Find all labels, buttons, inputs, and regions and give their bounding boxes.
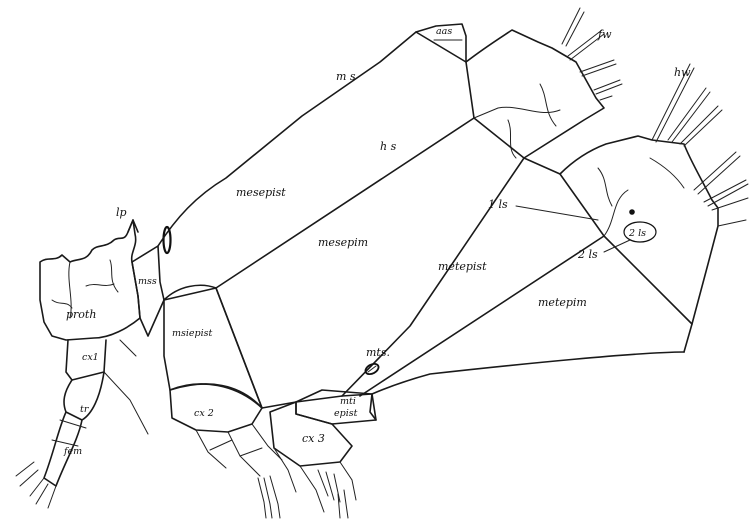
spiracle-anterior-icon	[164, 227, 171, 253]
label-mts: mts.	[366, 346, 390, 359]
label-mesepim: mesepim	[318, 236, 368, 249]
label-ms: m s	[336, 70, 356, 83]
mesothorax-plates	[158, 32, 524, 408]
leader-1ls	[516, 206, 598, 220]
label-mss: mss	[138, 276, 157, 287]
label-2ls: 2 ls	[577, 248, 598, 261]
lateral-process	[128, 220, 138, 232]
label-fem: fem	[63, 446, 82, 457]
label-aas: aas	[436, 26, 452, 37]
coxa-2	[170, 384, 282, 476]
label-hw: hw	[674, 66, 691, 79]
label-metepist: metepist	[438, 260, 487, 273]
label-metepim: metepim	[538, 296, 587, 309]
label-proth: proth	[66, 308, 96, 321]
label-2ls-circled: 2 ls	[628, 228, 646, 239]
label-tr: tr	[80, 404, 90, 415]
label-msiepist: msiepist	[172, 328, 213, 339]
hind-legs	[258, 448, 356, 518]
label-cx2: cx 2	[194, 408, 214, 419]
label-lp: lp	[116, 206, 127, 219]
metathorax-plates	[270, 158, 692, 466]
label-cx1: cx1	[82, 352, 99, 363]
label-1ls: 1 ls	[488, 198, 508, 211]
foreleg	[16, 340, 148, 508]
label-epist: epist	[334, 408, 358, 419]
leader-2ls	[604, 240, 630, 252]
label-fw: fw	[597, 28, 612, 41]
label-mesepist: mesepist	[236, 186, 286, 199]
hindwing-dot-icon	[629, 209, 635, 215]
label-cx3: cx 3	[302, 432, 325, 445]
prothorax	[40, 220, 140, 340]
label-hs: h s	[380, 140, 397, 153]
label-mti: mti	[340, 396, 356, 407]
